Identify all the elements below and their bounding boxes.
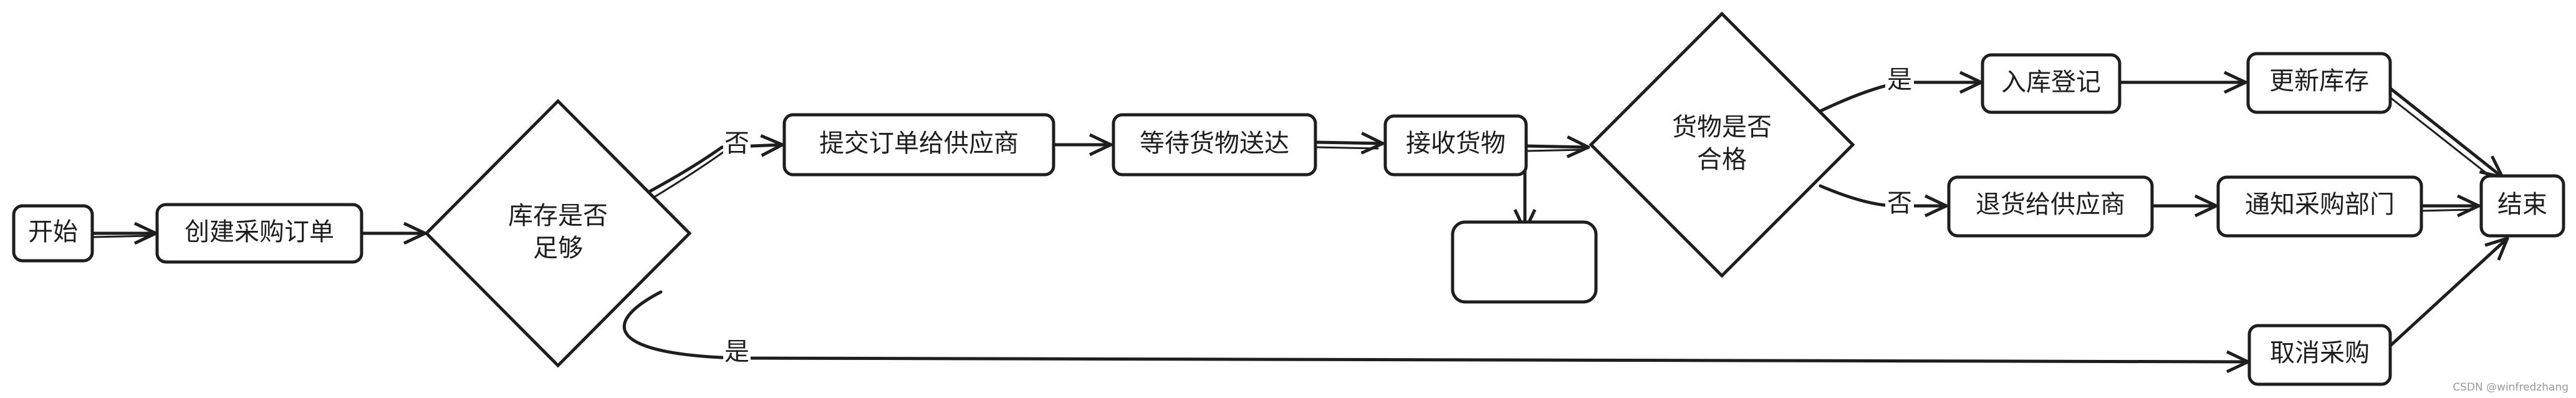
node-update-inventory-label: 更新库存 <box>2269 67 2369 95</box>
node-start-box <box>12 204 94 263</box>
edge-wait-to-receive <box>1314 132 1385 155</box>
node-quality-check-label-line1: 货物是否 <box>1672 113 1772 142</box>
node-stock-check-label-line2: 足够 <box>533 234 583 263</box>
node-submit-order-box <box>782 113 1055 177</box>
node-cancel-purchase[interactable]: 取消采购 <box>2247 324 2392 386</box>
node-quality-check[interactable]: 货物是否 合格 <box>1588 11 1855 278</box>
node-end[interactable]: 结束 <box>2479 174 2565 238</box>
edge-label-quality-yes: 是 <box>1887 66 1912 94</box>
edge-wait-to-receive-double <box>1314 146 1379 150</box>
node-start-label: 开始 <box>28 218 78 246</box>
edge-notify-to-end-double <box>2420 208 2474 212</box>
node-stock-check-diamond <box>424 99 692 368</box>
edge-update-to-end-double <box>2384 92 2497 182</box>
node-storage-register[interactable]: 入库登记 <box>1981 53 2122 114</box>
edge-stock-to-submit <box>646 134 784 194</box>
node-wait-delivery-label: 等待货物送达 <box>1140 129 1289 158</box>
edge-receive-to-quality-double <box>1526 148 1585 152</box>
node-stock-check[interactable]: 库存是否 足够 <box>424 99 692 368</box>
edge-labels: 否 是 是 否 <box>723 65 1914 368</box>
node-cancel-purchase-box <box>2247 324 2392 386</box>
edge-cancel-to-end <box>2386 236 2509 350</box>
edge-stock-to-submit-double <box>651 151 724 200</box>
node-create-order[interactable]: 创建采购订单 <box>155 203 363 264</box>
edge-quality-to-return <box>1819 184 1948 218</box>
node-stock-check-label-line1: 库存是否 <box>508 201 608 230</box>
node-empty-box-rect <box>1451 220 1598 304</box>
edge-start-to-create-double <box>92 235 151 238</box>
node-cancel-purchase-label: 取消采购 <box>2270 339 2370 367</box>
edge-label-bg <box>1885 65 1914 96</box>
node-notify-dept[interactable]: 通知采购部门 <box>2216 175 2423 238</box>
node-update-inventory[interactable]: 更新库存 <box>2246 52 2392 114</box>
node-return-goods-label: 退货给供应商 <box>1976 190 2125 219</box>
edge-label-bg <box>723 337 751 368</box>
edge-label-bg <box>1885 188 1914 220</box>
node-create-order-box <box>155 203 363 264</box>
node-create-order-label: 创建采购订单 <box>185 218 334 246</box>
node-receive-goods-label: 接收货物 <box>1406 129 1506 158</box>
node-quality-check-label-line2: 合格 <box>1697 145 1747 174</box>
node-submit-order-label: 提交订单给供应商 <box>819 129 1019 158</box>
watermark-text: CSDN @winfredzhang <box>2453 381 2569 394</box>
node-end-box <box>2479 174 2565 238</box>
node-receive-goods[interactable]: 接收货物 <box>1383 114 1528 177</box>
node-wait-delivery-box <box>1112 113 1317 177</box>
node-return-goods-box <box>1947 175 2154 238</box>
node-empty-box[interactable] <box>1451 220 1598 304</box>
edge-receive-to-quality <box>1524 135 1590 158</box>
edge-update-to-end <box>2387 85 2504 179</box>
node-update-inventory-box <box>2246 52 2392 114</box>
node-quality-check-diamond <box>1588 11 1855 278</box>
node-wait-delivery[interactable]: 等待货物送达 <box>1112 113 1317 177</box>
node-return-goods[interactable]: 退货给供应商 <box>1947 175 2154 238</box>
edge-label-stock-no: 否 <box>724 129 749 158</box>
edge-label-quality-no: 否 <box>1887 189 1912 218</box>
node-storage-register-box <box>1981 53 2122 114</box>
edge-label-bg <box>723 129 751 160</box>
node-receive-goods-box <box>1383 114 1528 177</box>
node-notify-dept-label: 通知采购部门 <box>2245 190 2395 219</box>
edge-label-stock-yes: 是 <box>724 337 749 366</box>
node-storage-register-label: 入库登记 <box>2001 68 2101 97</box>
node-end-label: 结束 <box>2497 190 2547 219</box>
node-submit-order[interactable]: 提交订单给供应商 <box>782 113 1055 177</box>
node-notify-dept-box <box>2216 175 2423 238</box>
edge-stock-to-cancel <box>622 290 2250 374</box>
node-start[interactable]: 开始 <box>12 204 94 263</box>
